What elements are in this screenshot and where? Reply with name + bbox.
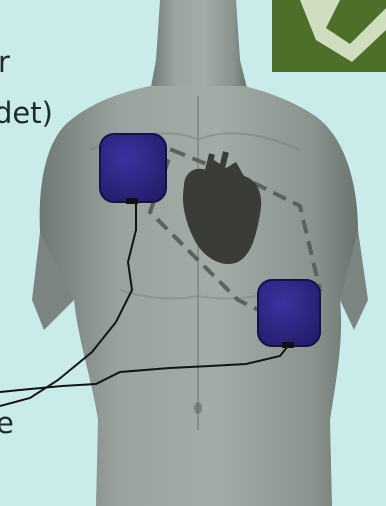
slide-text-fragment: r	[0, 48, 10, 77]
torso	[32, 0, 368, 506]
defibrillator-pad-icon	[258, 280, 320, 348]
logo-corner-icon	[272, 0, 386, 72]
slide-text-fragment: e	[0, 409, 14, 438]
defibrillator-pad-icon	[100, 134, 166, 204]
slide-text-fragment: det)	[0, 99, 53, 128]
